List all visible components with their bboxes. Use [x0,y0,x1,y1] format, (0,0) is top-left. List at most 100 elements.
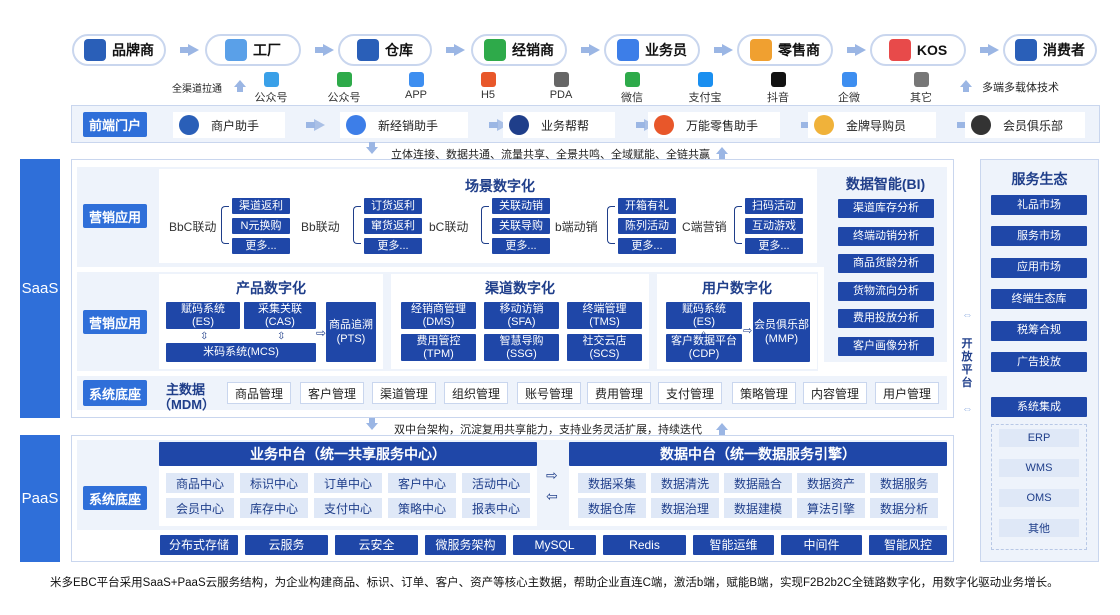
portal-item[interactable]: 会员俱乐部 [965,112,1085,138]
infra-item[interactable]: Redis [603,535,686,555]
biz-item[interactable]: 策略中心 [388,498,456,518]
infra-item[interactable]: 中间件 [781,535,862,555]
infra-item[interactable]: 智能风控 [869,535,947,555]
chain-node-3[interactable]: 仓库 [338,34,432,66]
portal-item[interactable]: 业务帮帮 [503,112,615,138]
data-item[interactable]: 数据治理 [651,498,719,518]
data-item[interactable]: 数据采集 [578,473,646,493]
scene-item[interactable]: 开箱有礼 [618,198,676,214]
chain-node-6[interactable]: 零售商 [737,34,833,66]
channel-item[interactable]: 微信 [602,72,662,105]
biz-item[interactable]: 客户中心 [388,473,456,493]
mdm-item[interactable]: 费用管理 [587,382,651,404]
ecosystem-item[interactable]: 服务市场 [991,226,1087,247]
scene-item[interactable]: 更多... [364,238,422,254]
product-mcs[interactable]: 米码系统(MCS) [166,343,316,362]
channel-item-box[interactable]: 终端管理(TMS) [567,302,642,329]
mdm-item[interactable]: 客户管理 [300,382,364,404]
channel-item-box[interactable]: 费用管控(TPM) [401,334,476,361]
integration-system[interactable]: ERP [999,429,1079,447]
integration-system[interactable]: WMS [999,459,1079,477]
user-mmp[interactable]: 会员俱乐部(MMP) [753,302,810,362]
data-item[interactable]: 数据仓库 [578,498,646,518]
channel-item[interactable]: 抖音 [748,72,808,105]
user-es[interactable]: 赋码系统(ES) [666,302,742,329]
channel-item-box[interactable]: 智慧导购(SSG) [484,334,559,361]
ecosystem-item[interactable]: 广告投放 [991,352,1087,372]
portal-item[interactable]: 商户助手 [173,112,285,138]
product-pts[interactable]: 商品追溯(PTS) [326,302,376,362]
channel-item[interactable]: 公众号 [314,72,374,105]
channel-item-box[interactable]: 经销商管理(DMS) [401,302,476,329]
scene-item[interactable]: 互动游戏 [745,218,803,234]
data-item[interactable]: 数据服务 [870,473,938,493]
infra-item[interactable]: 微服务架构 [425,535,506,555]
channel-item-box[interactable]: 社交云店(SCS) [567,334,642,361]
channel-item[interactable]: 其它 [891,72,951,105]
biz-item[interactable]: 商品中心 [166,473,234,493]
bi-item[interactable]: 渠道库存分析 [838,199,934,218]
scene-item[interactable]: 关联导购 [492,218,550,234]
data-item[interactable]: 数据分析 [870,498,938,518]
biz-item[interactable]: 标识中心 [240,473,308,493]
mdm-item[interactable]: 用户管理 [875,382,939,404]
product-cas[interactable]: 采集关联(CAS) [244,302,316,329]
integration-system[interactable]: 其他 [999,519,1079,537]
bi-item[interactable]: 终端动销分析 [838,226,934,246]
user-cdp[interactable]: 客户数据平台(CDP) [666,334,742,362]
ecosystem-item[interactable]: 应用市场 [991,257,1087,278]
infra-item[interactable]: 云安全 [335,535,418,555]
scene-item[interactable]: 订货返利 [364,198,422,214]
biz-item[interactable]: 活动中心 [462,473,530,493]
data-item[interactable]: 算法引擎 [797,498,865,518]
product-es[interactable]: 赋码系统(ES) [166,302,240,329]
channel-item[interactable]: 企微 [819,72,879,105]
bi-item[interactable]: 商品货龄分析 [838,254,934,274]
scene-item[interactable]: 扫码活动 [745,198,803,214]
data-item[interactable]: 数据融合 [724,473,792,493]
chain-node-8[interactable]: 消费者 [1003,34,1097,66]
infra-item[interactable]: 云服务 [245,535,328,555]
bi-item[interactable]: 费用投放分析 [838,309,934,329]
mdm-item[interactable]: 支付管理 [658,382,722,404]
ecosystem-item[interactable]: 税筹合规 [991,320,1087,341]
data-item[interactable]: 数据资产 [797,473,865,493]
mdm-item[interactable]: 内容管理 [803,382,867,404]
ecosystem-item[interactable]: 终端生态库 [991,289,1087,310]
scene-item[interactable]: 渠道返利 [232,198,290,214]
channel-item[interactable]: 公众号 [241,72,301,105]
infra-item[interactable]: 智能运维 [693,535,774,555]
biz-item[interactable]: 库存中心 [240,498,308,518]
infra-item[interactable]: 分布式存储 [160,535,238,555]
scene-item[interactable]: 窜货返利 [364,218,422,234]
data-item[interactable]: 数据清洗 [651,473,719,493]
portal-item[interactable]: 新经销助手 [340,112,468,138]
infra-item[interactable]: MySQL [513,535,596,555]
chain-node-5[interactable]: 业务员 [604,34,700,66]
mdm-item[interactable]: 组织管理 [444,382,508,404]
chain-node-2[interactable]: 工厂 [205,34,301,66]
scene-item[interactable]: 更多... [745,238,803,254]
integration-system[interactable]: OMS [999,489,1079,507]
scene-item[interactable]: 关联动销 [492,198,550,214]
channel-item[interactable]: 支付宝 [675,72,735,105]
biz-item[interactable]: 订单中心 [314,473,382,493]
mdm-item[interactable]: 账号管理 [517,382,581,404]
scene-item[interactable]: 陈列活动 [618,218,676,234]
bi-item[interactable]: 货物流向分析 [838,281,934,301]
mdm-item[interactable]: 商品管理 [227,382,291,404]
ecosystem-item[interactable]: 礼品市场 [991,195,1087,215]
mdm-item[interactable]: 渠道管理 [372,382,436,404]
scene-item[interactable]: 更多... [492,238,550,254]
chain-node-1[interactable]: 品牌商 [72,34,166,66]
scene-item[interactable]: 更多... [232,238,290,254]
portal-item[interactable]: 金牌导购员 [808,112,936,138]
chain-node-7[interactable]: KOS [870,34,966,66]
channel-item[interactable]: PDA [531,72,591,101]
scene-item[interactable]: N元换购 [232,218,290,234]
channel-item-box[interactable]: 移动访销(SFA) [484,302,559,329]
chain-node-4[interactable]: 经销商 [471,34,567,66]
biz-item[interactable]: 支付中心 [314,498,382,518]
biz-item[interactable]: 报表中心 [462,498,530,518]
scene-item[interactable]: 更多... [618,238,676,254]
